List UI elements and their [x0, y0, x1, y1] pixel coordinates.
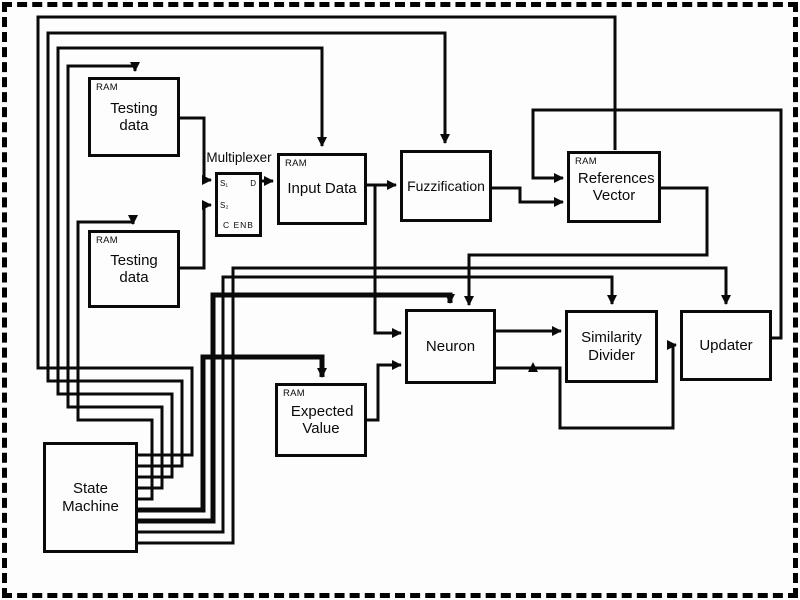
- wire-sm-to-input-data: [56, 46, 327, 479]
- mux-pin-s2: S₂: [220, 201, 229, 210]
- wire-neuron-to-updater: [496, 340, 677, 430]
- block-label: Testing data: [110, 251, 158, 286]
- wire-sm-to-fuzzification: [46, 31, 450, 468]
- block-label: Similarity Divider: [581, 329, 642, 364]
- block-label: Testing data: [110, 99, 158, 134]
- block-fuzzification: Fuzzification: [400, 150, 492, 222]
- wire-sm-to-updater: [138, 266, 731, 545]
- mux-pin-d: D: [250, 179, 256, 188]
- multiplexer-title: Multiplexer: [206, 150, 272, 165]
- junction-arrowhead: [528, 362, 538, 372]
- block-label: Expected Value: [290, 402, 354, 437]
- block-testing-data-1: RAM Testing data: [88, 77, 180, 157]
- wire-input-data-to-neuron: [373, 185, 402, 338]
- block-references-vector: RAM References Vector: [567, 151, 661, 223]
- block-label: Updater: [699, 336, 753, 354]
- block-input-data: RAM Input Data: [277, 153, 367, 225]
- ram-tag: RAM: [575, 156, 598, 167]
- block-expected-value: RAM Expected Value: [275, 383, 367, 457]
- wire-updater-to-references-vector: [531, 108, 783, 340]
- block-label: State Machine: [62, 480, 119, 515]
- wire-expected-value-to-neuron: [367, 360, 402, 422]
- ram-tag: RAM: [96, 82, 119, 93]
- wire-sm-to-references-vector: [36, 15, 617, 457]
- ram-tag: RAM: [96, 235, 119, 246]
- wire-sm-to-testing-data-1: [66, 62, 164, 490]
- block-state-machine: State Machine: [43, 442, 138, 553]
- block-label: References Vector: [577, 169, 655, 204]
- ram-tag: RAM: [285, 158, 308, 169]
- block-testing-data-2: RAM Testing data: [88, 230, 180, 308]
- wire-sm-to-similarity-divider: [138, 275, 617, 534]
- wire-testing2-to-mux-s2: [180, 200, 212, 270]
- mux-pin-s1: S₁: [220, 179, 229, 188]
- wire-fuzzification-to-references-vector: [492, 186, 564, 207]
- wire-sm-to-testing-data-2: [76, 215, 154, 501]
- wire-references-vector-to-neuron: [464, 186, 709, 306]
- block-label: Fuzzification: [407, 177, 485, 194]
- wire-sm-to-neuron: [138, 292, 455, 524]
- block-label: Neuron: [425, 337, 476, 355]
- block-multiplexer: S₁ S₂ D C ENB: [215, 172, 262, 237]
- block-updater: Updater: [680, 310, 772, 381]
- ram-tag: RAM: [283, 388, 306, 399]
- wire-testing1-to-mux-s1: [180, 116, 212, 185]
- block-similarity-divider: Similarity Divider: [565, 310, 658, 383]
- mux-pin-c-enb: C ENB: [223, 219, 254, 230]
- wire-sm-to-expected-value: [138, 354, 327, 513]
- block-neuron: Neuron: [405, 309, 496, 384]
- block-label: Input Data: [287, 180, 357, 198]
